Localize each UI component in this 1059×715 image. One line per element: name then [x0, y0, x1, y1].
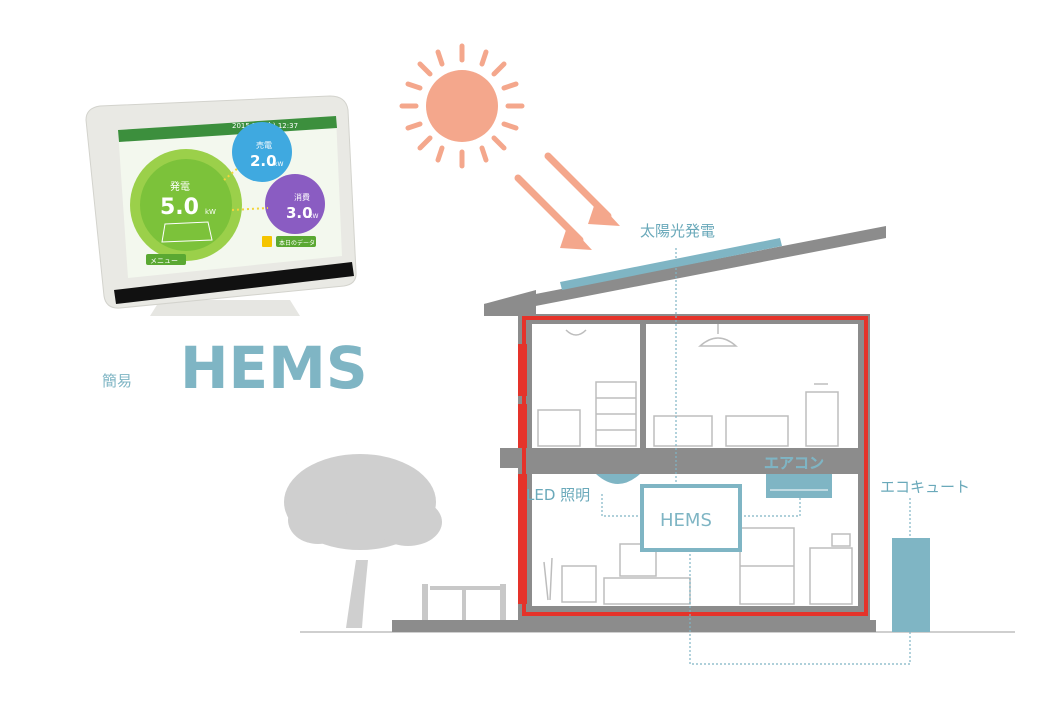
monitor-stand [150, 300, 300, 316]
solar-panel [560, 238, 782, 290]
outdoor-furniture-icon [422, 584, 506, 624]
consumption-circle [265, 174, 325, 234]
ecocute-label: エコキュート [880, 478, 970, 496]
consumption-value: 3.0 [286, 204, 313, 222]
aircon-label: エアコン [764, 454, 824, 472]
room-upper-left [532, 324, 640, 448]
today-data-button[interactable] [276, 236, 316, 247]
ecocute-tank [892, 538, 930, 632]
consumption-unit: kW [309, 213, 318, 220]
monitor-bottom-strip [114, 262, 354, 304]
upper-left-furniture [537, 329, 637, 447]
sell-unit: kW [274, 161, 283, 168]
ground-floor-furniture [543, 527, 853, 605]
title-main: HEMS [180, 334, 368, 402]
alert-icon [262, 236, 272, 247]
house: HEMS [392, 226, 911, 665]
menu-button[interactable] [146, 254, 186, 265]
aircon-unit [766, 474, 832, 498]
sell-circle [232, 122, 292, 182]
generation-value: 5.0 [160, 195, 199, 220]
house-foundation [392, 620, 876, 632]
sell-value: 2.0 [250, 152, 277, 170]
tree-icon [284, 454, 442, 628]
hems-title: 簡易 HEMS [102, 334, 368, 402]
connection-lines [601, 248, 911, 665]
led-light-icon [596, 474, 640, 484]
sell-label: 売電 [256, 140, 272, 150]
hems-box [640, 484, 742, 552]
solar-panel-icon [161, 221, 213, 243]
upper-right-furniture [653, 324, 839, 447]
screen-header [118, 116, 337, 142]
generation-unit: kW [205, 208, 216, 216]
consumption-label: 消費 [294, 192, 310, 202]
room-upper-right [646, 324, 858, 448]
generation-label: 発電 [170, 180, 190, 193]
led-label: LED 照明 [526, 486, 590, 504]
hems-monitor-device: 2015.7.3(金) 12:37 発電 5.0 kW 売電 2.0 kW 消費… [85, 95, 357, 316]
sun-icon [399, 43, 620, 250]
solar-label: 太陽光発電 [640, 222, 715, 240]
sunlight-arrows [514, 152, 612, 244]
menu-button-label: メニュー [150, 257, 178, 265]
today-data-button-label: 本日のデータ [279, 239, 315, 247]
title-prefix: 簡易 [102, 372, 132, 390]
hems-box-label: HEMS [660, 510, 712, 531]
house-roof [484, 226, 886, 316]
